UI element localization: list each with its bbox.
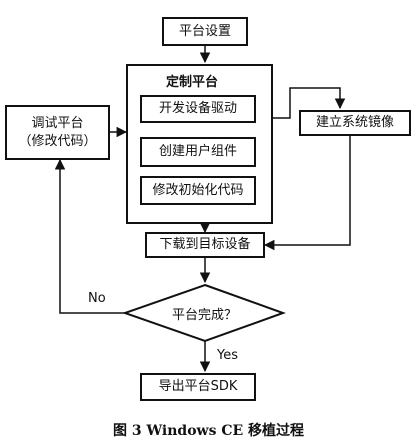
arrow-no-to-debug — [54, 158, 125, 314]
download-to-device-box: 下载到目标设备 — [145, 232, 265, 258]
arrow-build-image-to-download — [263, 135, 351, 251]
customize-platform-label: 定制平台 — [166, 75, 219, 90]
create-components-box: 创建用户组件 — [140, 137, 256, 167]
debug-platform-line2: （修改代码） — [18, 133, 97, 149]
debug-platform-line1: 调试平台 — [31, 115, 84, 131]
yes-label: Yes — [217, 348, 238, 363]
export-sdk-box: 导出平台SDK — [140, 373, 256, 401]
arrow-customize-to-build-image — [273, 87, 346, 119]
develop-drivers-box: 开发设备驱动 — [140, 95, 256, 123]
build-image-box: 建立系统镜像 — [299, 110, 411, 136]
modify-init-code-box: 修改初始化代码 — [140, 176, 256, 205]
debug-platform-box: 调试平台 （修改代码） — [5, 105, 110, 160]
decision-label: 平台完成？ — [172, 308, 238, 323]
platform-settings-box: 平台设置 — [162, 17, 248, 46]
figure-caption: 图 3 Windows CE 移植过程 — [112, 423, 305, 439]
no-label: No — [88, 291, 106, 306]
